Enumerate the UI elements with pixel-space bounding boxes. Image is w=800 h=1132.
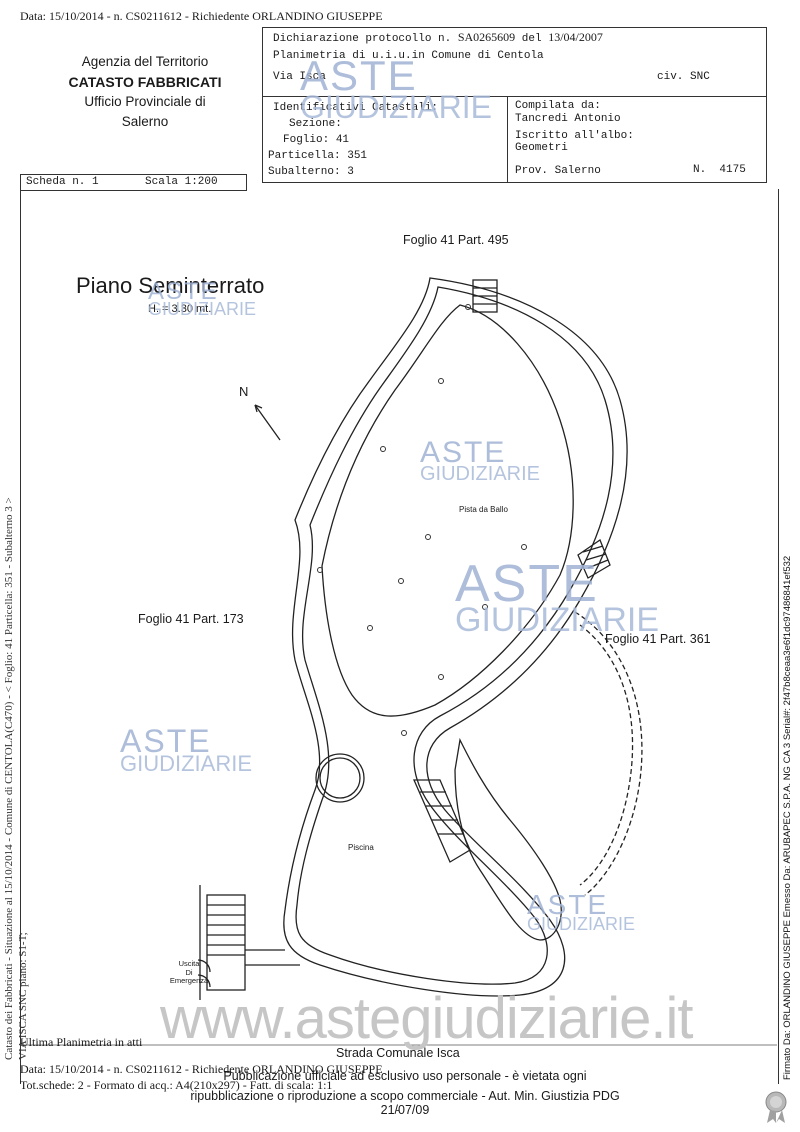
parcel-173-label: Foglio 41 Part. 173 [138, 612, 244, 626]
foglio-row: Foglio: 41 [283, 134, 350, 146]
north-label: N [239, 384, 249, 399]
watermark-logo: ASTE GIUDIZIARIE [455, 555, 660, 640]
address: Via Isca [273, 71, 326, 83]
registered-label: Iscritto all'albo: [515, 130, 634, 142]
watermark-logo: ASTE GIUDIZIARIE [300, 52, 493, 125]
catasto-title: CATASTO FABBRICATI [68, 74, 222, 90]
vertical-situation-text: Catasto dei Fabbricati - Situazione al 1… [3, 497, 29, 1060]
office-province: Salerno [121, 114, 169, 129]
office-label: Ufficio Provinciale di [84, 94, 206, 109]
watermark-url: www.astegiudiziarie.it [160, 986, 693, 1051]
emergency-exit-label: Uscita Di Emergenza [169, 959, 209, 985]
identifiers-title: Identificativi Catastali: [273, 102, 439, 114]
declaration-box: Dichiarazione protocollo n. SA0265609 de… [262, 27, 767, 183]
hall-outer-wall [283, 277, 628, 997]
civic-number: civ. SNC [657, 71, 710, 83]
watermark-logo: ASTE GIUDIZIARIE [527, 889, 636, 934]
floor-title: Piano Seminterrato [76, 273, 265, 298]
pool-label: Piscina [348, 843, 374, 852]
agency-block: Agenzia del Territorio CATASTO FABBRICAT… [30, 52, 260, 132]
pool-circle [315, 753, 365, 803]
particella-row: Particella: 351 [268, 150, 368, 162]
scheda-box: Scheda n. 1 Scala 1:200 [20, 174, 247, 191]
sezione-label: Sezione: [289, 118, 342, 130]
floor-height: H. = 3.30 mt. [148, 303, 212, 315]
agency-name: Agenzia del Territorio [81, 54, 209, 69]
right-stairs [577, 539, 611, 579]
last-plan-note: Ultima Planimetria in atti [20, 1035, 143, 1049]
protocol-line: Dichiarazione protocollo n. SA0265609 de… [273, 30, 603, 45]
parcel-495-label: Foglio 41 Part. 495 [403, 233, 509, 247]
planimetry-line: Planimetria di u.i.u.in Comune di Centol… [273, 50, 544, 62]
parcel-361-label: Foglio 41 Part. 361 [605, 632, 711, 646]
scheda-number: Scheda n. 1 [26, 176, 99, 188]
compiled-label: Compilata da: [515, 100, 601, 112]
parcel-361-dashed-boundary-2 [579, 624, 634, 886]
seal-icon [765, 1091, 787, 1123]
emergency-stairs [206, 894, 246, 991]
drawing-frame [20, 189, 779, 1084]
province: Prov. Salerno [515, 165, 601, 177]
watermark-logo: ASTE GIUDIZIARIE [120, 723, 253, 777]
subalterno-row: Subalterno: 3 [268, 166, 354, 178]
scale-label: Scala 1:200 [145, 176, 218, 188]
columns [317, 304, 527, 736]
road-label: Strada Comunale Isca [336, 1046, 460, 1060]
request-header-line: Data: 15/10/2014 - n. CS0211612 - Richie… [20, 9, 383, 23]
footer-request-line: Data: 15/10/2014 - n. CS0211612 - Richie… [20, 1062, 383, 1076]
digital-signature-text: Firmato Da: ORLANDINO GIUSEPPE Emesso Da… [782, 555, 793, 1080]
north-arrow [254, 404, 281, 441]
footer-dash: - [396, 1104, 400, 1116]
dance-floor-boundary [321, 304, 574, 717]
watermark-logo: ASTE GIUDIZIARIE [420, 436, 541, 485]
compiler-name: Tancredi Antonio [515, 113, 621, 125]
pool-stairs [413, 779, 471, 863]
hall-inner-wall [295, 286, 614, 985]
dance-floor-label: Pista da Ballo [459, 505, 508, 514]
albo-number: N. 4175 [693, 164, 746, 176]
floor-plan-drawing [20, 277, 777, 1046]
profession: Geometri [515, 142, 568, 154]
watermark-logo: ASTE GIUDIZIARIE [148, 278, 257, 320]
footer-format-line: Tot.schede: 2 - Formato di acq.: A4(210x… [20, 1078, 333, 1092]
publication-notice: Pubblicazione ufficiale ad esclusivo uso… [190, 1069, 620, 1117]
